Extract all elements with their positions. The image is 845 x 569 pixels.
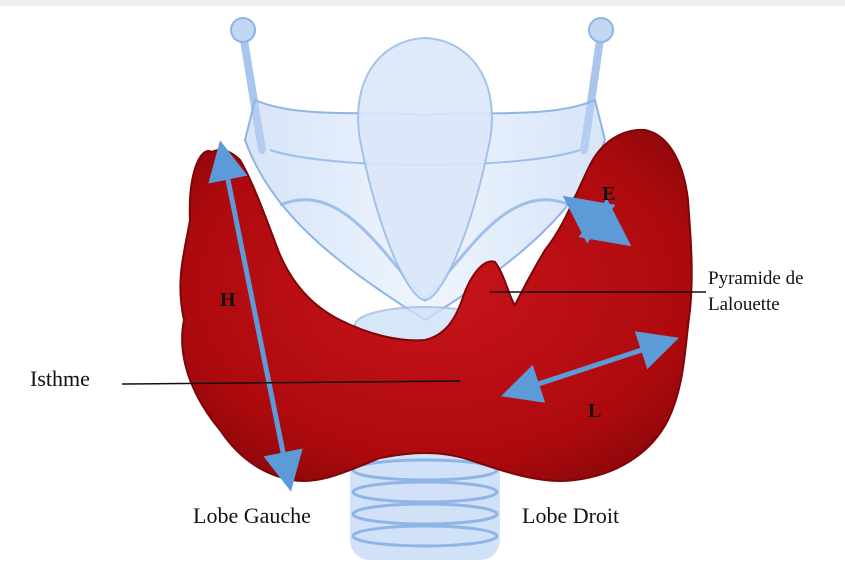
width-label: L <box>588 400 601 423</box>
right-lobe-label: Lobe Droit <box>522 503 619 529</box>
thickness-label: E <box>602 183 615 206</box>
isthmus-label: Isthme <box>30 366 90 392</box>
left-lobe-label: Lobe Gauche <box>193 503 311 529</box>
pyramid-label-line2: Lalouette <box>708 293 780 316</box>
pyramid-label-line1: Pyramide de <box>708 267 804 290</box>
height-label: H <box>220 289 236 312</box>
